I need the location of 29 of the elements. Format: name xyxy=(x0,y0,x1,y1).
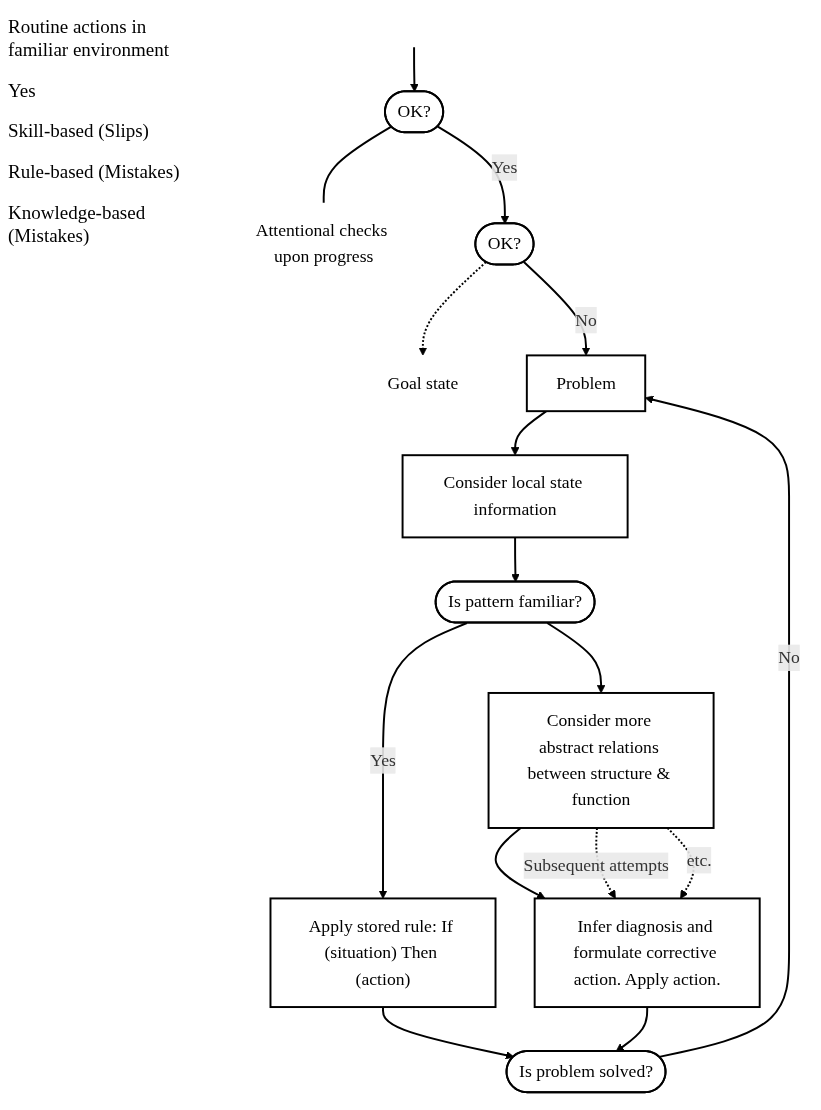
arrow xyxy=(410,46,419,93)
edge-label: Yes xyxy=(491,157,518,177)
connector xyxy=(322,125,393,204)
arrow xyxy=(546,622,606,694)
level-label: Knowledge-based (Mistakes) xyxy=(8,202,147,248)
edge-label: etc. xyxy=(686,850,712,870)
arrow xyxy=(511,536,520,583)
arrow xyxy=(382,1006,515,1060)
edge-label: No xyxy=(778,647,800,668)
level-label: Skill-based (Slips) xyxy=(8,120,150,144)
node-text: Goal state xyxy=(387,373,459,393)
node-box: Problem xyxy=(525,354,647,413)
arrow xyxy=(494,827,546,899)
arrow xyxy=(436,125,510,225)
level-label: Yes xyxy=(8,79,37,103)
edge-label: Yes xyxy=(370,750,396,770)
edge-label: Subsequent attempts xyxy=(523,855,669,875)
node-box: Consider more abstract relations between structure & function xyxy=(487,692,715,829)
arrow xyxy=(418,261,487,356)
node-box: Consider local state information xyxy=(401,454,629,539)
edge-label: No xyxy=(575,309,597,330)
level-label: Routine actions in familiar environment xyxy=(8,16,170,62)
node-box: Apply stored rule: If (situation) Then (action) xyxy=(269,897,497,1009)
level-label: Rule-based (Mistakes) xyxy=(8,161,181,184)
arrow xyxy=(510,410,548,456)
arrow xyxy=(615,1006,649,1052)
node-text: Attentional checks upon progress xyxy=(255,220,388,267)
node-box: Infer diagnosis and formulate corrective action. Apply action. xyxy=(533,897,761,1009)
arrow xyxy=(378,622,468,899)
